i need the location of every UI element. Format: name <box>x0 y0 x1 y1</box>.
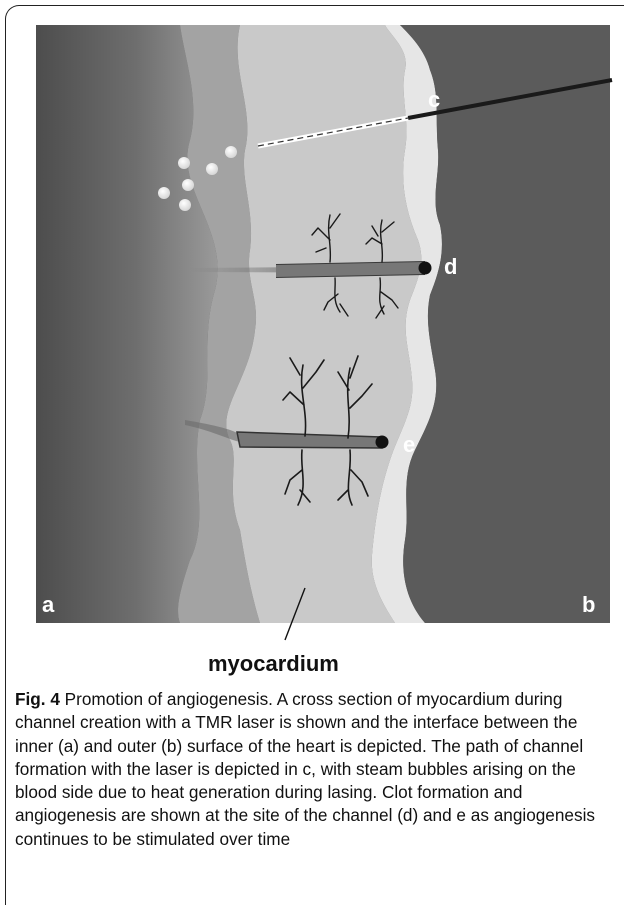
inner-surface-region <box>36 25 218 623</box>
steam-bubble <box>182 179 194 191</box>
caption-text: Promotion of angiogenesis. A cross secti… <box>15 689 595 849</box>
channel-d-clot <box>419 262 432 275</box>
figure-caption: Fig. 4 Promotion of angiogenesis. A cros… <box>15 688 619 851</box>
label-a: a <box>42 592 55 617</box>
steam-bubble <box>206 163 218 175</box>
label-c: c <box>428 87 440 112</box>
steam-bubble <box>225 146 237 158</box>
channel-e-clot <box>376 436 389 449</box>
steam-bubble <box>179 199 191 211</box>
figure-illustration: a b c d e myocardium <box>0 0 624 680</box>
steam-bubble <box>158 187 170 199</box>
label-e: e <box>403 432 415 457</box>
caption-label: Fig. 4 <box>15 689 60 709</box>
steam-bubble <box>178 157 190 169</box>
label-b: b <box>582 592 595 617</box>
label-d: d <box>444 254 457 279</box>
myocardium-label: myocardium <box>208 651 339 676</box>
